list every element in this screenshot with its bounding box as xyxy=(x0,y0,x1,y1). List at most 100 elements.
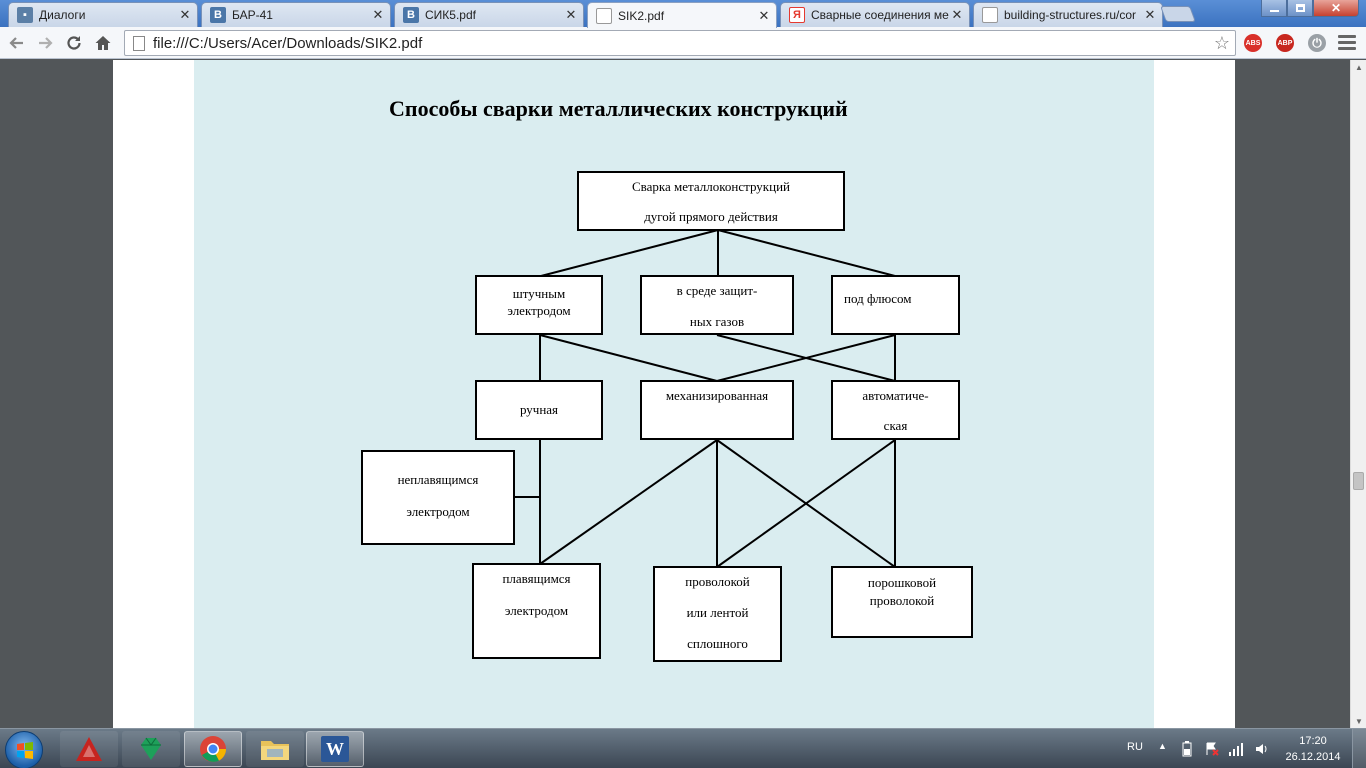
tab-building-structures[interactable]: building-structures.ru/cor ✕ xyxy=(973,2,1163,27)
node-consumable-electrode: плавящимся электродом xyxy=(472,563,601,659)
minimize-button[interactable] xyxy=(1261,0,1287,17)
tab-dialogs[interactable]: ▪ Диалоги ✕ xyxy=(8,2,198,27)
address-bar[interactable]: file:///C:/Users/Acer/Downloads/SIK2.pdf… xyxy=(124,30,1236,56)
maximize-button[interactable] xyxy=(1287,0,1313,17)
adblock-plus-icon[interactable]: ABP xyxy=(1276,34,1294,52)
node-text: электродом xyxy=(507,303,571,318)
autocad-taskbar-button[interactable] xyxy=(60,731,118,767)
tab-welded-joints[interactable]: Я Сварные соединения ме ✕ xyxy=(780,2,970,27)
forward-button[interactable] xyxy=(34,32,56,54)
close-icon[interactable]: ✕ xyxy=(951,7,963,22)
pdf-page: Способы сварки металлических конструкций xyxy=(113,60,1235,728)
clock-date: 26.12.2014 xyxy=(1285,751,1341,763)
page-icon xyxy=(982,7,998,23)
close-icon[interactable]: ✕ xyxy=(565,7,577,22)
yandex-icon: Я xyxy=(789,7,805,23)
node-text: электродом xyxy=(504,603,569,618)
tab-title: БАР-41 xyxy=(232,8,273,22)
vk-icon: B xyxy=(403,7,419,23)
explorer-taskbar-button[interactable] xyxy=(246,731,304,767)
pdf-viewer[interactable]: Способы сварки металлических конструкций xyxy=(0,60,1350,728)
node-stick-electrode: штучным электродом xyxy=(475,275,603,335)
windows-logo-icon xyxy=(17,742,33,759)
chrome-icon xyxy=(200,736,227,762)
clock-time: 17:20 xyxy=(1299,735,1327,747)
node-text: или лентой xyxy=(686,605,749,620)
show-desktop-button[interactable] xyxy=(1352,729,1366,768)
vertical-scrollbar[interactable]: ▲ ▼ xyxy=(1350,60,1366,728)
node-mechanized: механизированная xyxy=(640,380,794,440)
gem-icon xyxy=(141,737,161,760)
page-icon xyxy=(596,7,612,24)
scroll-thumb[interactable] xyxy=(1353,472,1364,490)
volume-icon[interactable] xyxy=(1254,741,1270,760)
tab-title: building-structures.ru/cor xyxy=(1004,8,1137,22)
language-indicator[interactable]: RU xyxy=(1127,741,1143,753)
close-icon[interactable]: ✕ xyxy=(758,7,770,23)
new-tab-button[interactable] xyxy=(1160,6,1196,22)
windows-taskbar: W RU ▲ 17:20 26.12.2014 xyxy=(0,728,1366,768)
chrome-taskbar-button[interactable] xyxy=(184,731,242,767)
connector-line xyxy=(716,334,896,382)
node-text: под флюсом xyxy=(844,291,912,306)
folder-icon xyxy=(261,741,289,760)
power-extension-icon[interactable]: ⏻ xyxy=(1308,34,1326,52)
action-center-flag-icon[interactable] xyxy=(1204,741,1220,760)
tab-title: Диалоги xyxy=(39,8,86,22)
node-manual: ручная xyxy=(475,380,603,440)
connector-line xyxy=(540,229,719,277)
abs-extension-icon[interactable]: ABS xyxy=(1244,34,1262,52)
message-icon: ▪ xyxy=(17,7,33,23)
node-non-consumable-electrode: неплавящимся электродом xyxy=(361,450,515,545)
node-text: дугой прямого действия xyxy=(644,209,778,224)
node-text: электродом xyxy=(406,504,470,519)
autocad-icon xyxy=(76,737,102,761)
node-flux: под флюсом xyxy=(831,275,960,335)
node-text: в среде защит- xyxy=(676,283,758,298)
arrow-left-icon xyxy=(9,37,23,49)
connector-lines xyxy=(514,229,896,568)
node-text: механизированная xyxy=(665,388,769,403)
tab-strip: ▪ Диалоги ✕ B БАР-41 ✕ B СИК5.pdf ✕ SIK2… xyxy=(0,0,1366,28)
back-button[interactable] xyxy=(6,32,28,54)
node-text: ская xyxy=(883,418,908,433)
bookmark-star-icon[interactable]: ☆ xyxy=(1213,32,1231,53)
tab-bar41[interactable]: B БАР-41 ✕ xyxy=(201,2,391,27)
scroll-up-arrow-icon[interactable]: ▲ xyxy=(1355,62,1363,72)
close-window-button[interactable]: ✕ xyxy=(1313,0,1359,17)
node-shielding-gas: в среде защит- ных газов xyxy=(640,275,794,335)
close-icon: ✕ xyxy=(1330,1,1342,15)
tab-sik2[interactable]: SIK2.pdf ✕ xyxy=(587,2,777,28)
page-icon xyxy=(133,35,145,51)
minimize-icon xyxy=(1269,10,1279,12)
close-icon[interactable]: ✕ xyxy=(1144,7,1156,22)
show-hidden-icons-arrow-icon[interactable]: ▲ xyxy=(1158,741,1167,751)
network-signal-icon[interactable] xyxy=(1228,741,1244,760)
connector-line xyxy=(539,334,718,382)
tab-sik5[interactable]: B СИК5.pdf ✕ xyxy=(394,2,584,27)
start-button[interactable] xyxy=(5,731,43,768)
scroll-down-arrow-icon[interactable]: ▼ xyxy=(1355,716,1363,726)
reload-button[interactable] xyxy=(63,32,85,54)
arrow-right-icon xyxy=(39,37,53,49)
battery-icon[interactable] xyxy=(1182,741,1192,760)
menu-button[interactable] xyxy=(1338,35,1356,51)
menu-bar xyxy=(1338,47,1356,50)
close-icon[interactable]: ✕ xyxy=(179,7,191,22)
word-taskbar-button[interactable]: W xyxy=(306,731,364,767)
url-text[interactable]: file:///C:/Users/Acer/Downloads/SIK2.pdf xyxy=(153,34,423,52)
node-text: штучным xyxy=(512,286,566,301)
system-clock[interactable]: 17:20 26.12.2014 xyxy=(1283,733,1343,765)
node-text: проволокой xyxy=(869,593,935,608)
node-root: Сварка металлоконструкций дугой прямого … xyxy=(577,171,845,231)
reload-icon xyxy=(67,36,81,50)
node-text: неплавящимся xyxy=(397,472,479,487)
sketchup-taskbar-button[interactable] xyxy=(122,731,180,767)
home-button[interactable] xyxy=(92,32,114,54)
node-text: ных газов xyxy=(689,314,745,329)
node-automatic: автоматиче- ская xyxy=(831,380,960,440)
diagram-title: Способы сварки металлических конструкций xyxy=(389,96,848,121)
restore-icon xyxy=(1295,4,1305,12)
node-text: ручная xyxy=(519,402,559,417)
close-icon[interactable]: ✕ xyxy=(372,7,384,22)
